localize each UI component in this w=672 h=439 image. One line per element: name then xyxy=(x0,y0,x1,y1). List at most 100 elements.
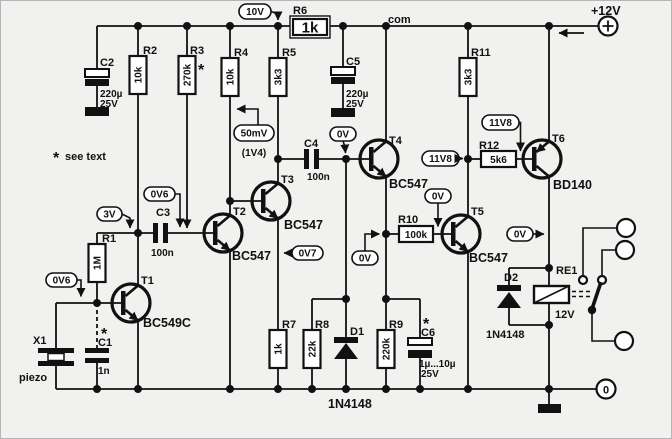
transistor-t4-part: BC547 xyxy=(389,177,428,191)
resistor-r9-value: 220k xyxy=(382,337,393,360)
ground-terminal: 0 xyxy=(538,378,617,413)
diode-d2-ref: D2 xyxy=(504,272,518,284)
capacitor-c6-star: * xyxy=(423,316,430,333)
testpoint-0v6-t1-label: 0V6 xyxy=(53,276,71,287)
testpoint-0v6-t2: 0V6 xyxy=(143,186,185,228)
testpoint-0v-t4-emitter-label: 0V xyxy=(359,254,372,265)
diode-d1-ref: D1 xyxy=(350,326,364,338)
capacitor-c4: C4 100n xyxy=(304,138,330,183)
resistor-r3-value: 270k xyxy=(183,63,194,86)
piezo-x1-type: piezo xyxy=(19,372,47,384)
transistor-t1: T1 BC549C xyxy=(110,275,191,330)
resistor-r6-value: 1k xyxy=(302,20,319,37)
resistor-r4-value: 10k xyxy=(226,68,237,85)
relay-re1-ref: RE1 xyxy=(556,265,577,277)
capacitor-c3: C3 100n xyxy=(151,207,174,259)
resistor-r6-ref: R6 xyxy=(293,5,307,17)
transistor-t1-ref: T1 xyxy=(141,275,154,287)
testpoint-0v-t4-base: 0V xyxy=(329,126,357,154)
transistor-t6: T6 BD140 xyxy=(521,133,592,192)
resistor-r7-ref: R7 xyxy=(282,319,296,331)
resistor-r11-value: 3k3 xyxy=(464,68,475,85)
resistor-r10: R10 100k xyxy=(397,214,435,244)
transistor-t6-part: BD140 xyxy=(553,178,592,192)
testpoint-11v8-b: 11V8 xyxy=(481,114,525,152)
transistor-t5-ref: T5 xyxy=(471,206,484,218)
supply-terminal: +12V xyxy=(591,4,621,37)
transistor-t2-part: BC547 xyxy=(232,249,271,263)
ground-bar-c2 xyxy=(85,107,109,116)
see-text-star: * xyxy=(53,150,60,167)
resistor-r8-value: 22k xyxy=(308,340,319,357)
transistor-t6-ref: T6 xyxy=(552,133,565,145)
transistor-t5-part: BC547 xyxy=(469,251,508,265)
resistor-r10-value: 100k xyxy=(405,230,428,241)
piezo-x1-ref: X1 xyxy=(33,335,46,347)
resistor-r9-ref: R9 xyxy=(389,319,403,331)
resistor-r12-value: 5k6 xyxy=(490,155,507,166)
testpoint-10v-label: 10V xyxy=(246,7,264,18)
resistor-r5-value: 3k3 xyxy=(274,68,285,85)
capacitor-c4-ref: C4 xyxy=(304,138,319,150)
resistor-r12-ref: R12 xyxy=(479,140,499,152)
testpoint-0v-t5-label: 0V xyxy=(432,192,445,203)
capacitor-c6-voltage: 25V xyxy=(421,369,439,380)
capacitor-c1: * C1 1n xyxy=(85,326,112,377)
resistor-r11-ref: R11 xyxy=(471,47,491,59)
resistor-r8-ref: R8 xyxy=(315,319,329,331)
resistor-r10-ref: R10 xyxy=(398,214,418,226)
capacitor-c6-ref: C6 xyxy=(421,327,435,339)
transistor-t2: T2 BC547 xyxy=(202,206,271,263)
capacitor-c2: C2 220µ 25V xyxy=(84,57,123,116)
transistor-t5: T5 BC547 xyxy=(440,206,508,265)
testpoint-50mv-label: 50mV xyxy=(241,129,268,140)
testpoint-0v7-t3-label: 0V7 xyxy=(299,249,317,260)
capacitor-c2-value: 220µ xyxy=(100,89,123,100)
output-terminal-2 xyxy=(614,239,636,261)
resistor-r2-ref: R2 xyxy=(143,45,157,57)
resistor-r2-value: 10k xyxy=(134,66,145,83)
testpoint-3v-label: 3V xyxy=(103,210,116,221)
output-terminals xyxy=(613,217,637,352)
capacitor-c3-value: 100n xyxy=(151,248,174,259)
testpoint-11v8-b-label: 11V8 xyxy=(489,118,512,129)
testpoint-11v8-a-label: 11V8 xyxy=(429,154,452,165)
testpoint-0v6-t1: 0V6 xyxy=(45,272,86,297)
testpoint-0v-t4-base-label: 0V xyxy=(337,130,350,141)
testpoint-1v4-label: (1V4) xyxy=(242,148,266,159)
testpoint-0v6-t2-label: 0V6 xyxy=(151,190,169,201)
testpoint-0v-t6-label: 0V xyxy=(514,230,527,241)
capacitor-c5-ref: C5 xyxy=(346,56,360,68)
piezo-transducer-x1: X1 piezo xyxy=(19,335,74,384)
resistor-r5-ref: R5 xyxy=(282,47,296,59)
transistor-t3-part: BC547 xyxy=(284,218,323,232)
capacitor-c6: * C6 1µ...10µ 25V xyxy=(407,316,456,380)
capacitor-c2-ref: C2 xyxy=(100,57,114,69)
capacitor-c2-voltage: 25V xyxy=(100,99,118,110)
testpoint-0v-t4-emitter: 0V xyxy=(351,229,380,266)
diode-d2-part: 1N4148 xyxy=(486,329,525,341)
common-rail-label: com xyxy=(388,14,411,26)
testpoint-0v7-t3: 0V7 xyxy=(283,245,324,261)
transistor-t2-ref: T2 xyxy=(233,206,246,218)
output-terminal-1 xyxy=(615,217,637,239)
resistor-r2: R2 10k xyxy=(128,45,157,96)
resistor-r4-ref: R4 xyxy=(234,47,249,59)
testpoint-0v-t6: 0V xyxy=(506,226,545,242)
transistor-t4-ref: T4 xyxy=(389,135,403,147)
annotations: com * see text xyxy=(53,14,411,167)
resistor-r12: R12 5k6 xyxy=(479,140,518,169)
resistor-r9: R9 220k xyxy=(376,319,403,370)
resistor-r5: R5 3k3 xyxy=(268,47,296,98)
transistor-t3-ref: T3 xyxy=(281,174,294,186)
ground-terminal-label: 0 xyxy=(603,385,609,397)
resistor-r3: R3 270k * xyxy=(177,45,205,96)
see-text-note: see text xyxy=(65,151,106,163)
resistor-r7: R7 1k xyxy=(268,319,296,370)
resistor-r1-ref: R1 xyxy=(102,233,116,245)
testpoint-10v: 10V xyxy=(238,3,283,21)
transistor-t3: T3 BC547 xyxy=(250,174,323,232)
testpoint-50mv: 50mV (1V4) xyxy=(233,104,275,159)
ground-bar-c5 xyxy=(331,108,355,117)
